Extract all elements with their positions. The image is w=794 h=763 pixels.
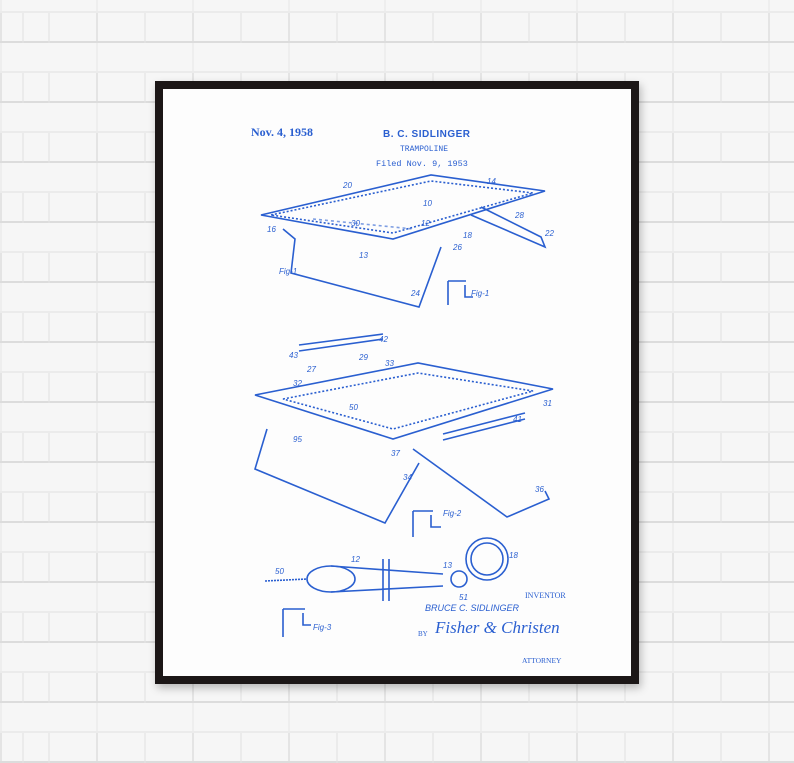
reference-numeral: 10 xyxy=(423,199,432,208)
reference-numeral: 28 xyxy=(515,211,524,220)
reference-numeral: 16 xyxy=(267,225,276,234)
reference-numeral: 51 xyxy=(459,593,468,602)
reference-numeral: 95 xyxy=(293,435,302,444)
figure-label: Fig-2 xyxy=(443,509,462,518)
reference-numeral: 12 xyxy=(351,555,360,564)
reference-numeral: 42 xyxy=(379,335,388,344)
figure-label: Fig-3 xyxy=(313,623,332,632)
reference-numeral: 27 xyxy=(307,365,316,374)
reference-numeral: 29 xyxy=(359,353,368,362)
attorney-label: ATTORNEY xyxy=(522,656,562,665)
reference-numeral: 18 xyxy=(509,551,518,560)
patent-print: Nov. 4, 1958 B. C. SIDLINGER TRAMPOLINE … xyxy=(163,89,631,676)
patent-title: TRAMPOLINE xyxy=(400,145,449,154)
figure-1-drawing xyxy=(260,174,547,308)
figure-label: Fig-1 xyxy=(471,289,490,298)
reference-numeral: 12 xyxy=(421,219,430,228)
figure-3-drawing xyxy=(264,537,509,637)
reference-numeral: 50 xyxy=(349,403,358,412)
figure-label: Fig-1 xyxy=(279,267,298,276)
reference-numeral: 33 xyxy=(385,359,394,368)
picture-frame: Nov. 4, 1958 B. C. SIDLINGER TRAMPOLINE … xyxy=(155,81,639,684)
reference-numeral: 30 xyxy=(351,219,360,228)
reference-numeral: 34 xyxy=(403,473,412,482)
reference-numeral: 13 xyxy=(359,251,368,260)
reference-numeral: 32 xyxy=(293,379,302,388)
reference-numeral: 41 xyxy=(513,415,522,424)
reference-numeral: 50 xyxy=(275,567,284,576)
trampoline-drawings xyxy=(254,174,554,637)
reference-numeral: 22 xyxy=(545,229,554,238)
inventor-name: BRUCE C. SIDLINGER xyxy=(425,603,520,613)
reference-numeral: 36 xyxy=(535,485,544,494)
patent-date: Nov. 4, 1958 xyxy=(251,125,314,139)
reference-numeral: 43 xyxy=(289,351,298,360)
reference-numeral: 24 xyxy=(411,289,420,298)
reference-numeral: 37 xyxy=(391,449,400,458)
by-label: BY xyxy=(418,630,428,638)
figure-2-drawing xyxy=(254,333,554,537)
reference-numeral: 14 xyxy=(487,177,496,186)
reference-numeral: 31 xyxy=(543,399,552,408)
reference-numeral: 13 xyxy=(443,561,452,570)
reference-numeral: 20 xyxy=(343,181,352,190)
inventor-header: B. C. SIDLINGER xyxy=(383,129,471,140)
filed-date: Filed Nov. 9, 1953 xyxy=(376,159,468,169)
reference-numeral: 26 xyxy=(453,243,462,252)
inventor-label: INVENTOR xyxy=(525,591,566,600)
attorney-signature: Fisher & Christen xyxy=(435,618,560,637)
reference-numeral: 18 xyxy=(463,231,472,240)
